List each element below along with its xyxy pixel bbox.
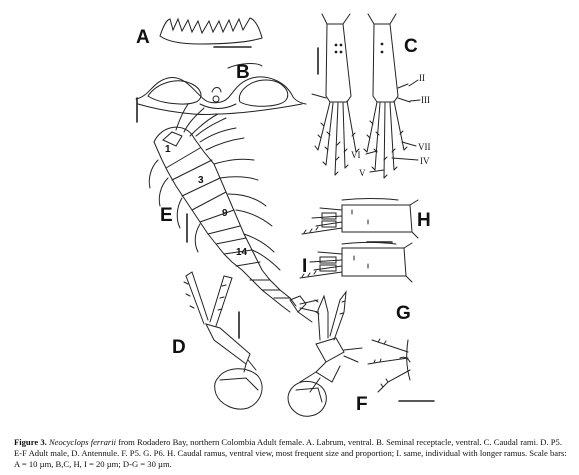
- male-p5-drawing: [287, 290, 363, 417]
- panel-label-c: C: [404, 36, 418, 57]
- panel-label-d: D: [172, 337, 186, 358]
- antennule-drawing: [148, 103, 319, 323]
- labrum-drawing: [159, 17, 263, 45]
- seminal-receptacle-drawing: [135, 63, 307, 115]
- caudal-ramus-i-drawing: [299, 242, 413, 283]
- caudal-ramus-h-drawing: [301, 198, 419, 239]
- panel-label-e: E: [160, 205, 173, 226]
- seta-label-vii: VII: [418, 142, 431, 152]
- caudal-rami-drawing: [311, 13, 421, 179]
- figure-number: Figure 3.: [14, 437, 47, 447]
- seta-label-vi: VI: [351, 150, 361, 160]
- panel-label-b: B: [236, 62, 250, 83]
- p6-drawing: [367, 338, 411, 393]
- segment-number-14: 14: [236, 247, 248, 258]
- panel-label-h: H: [417, 210, 431, 231]
- panel-label-f: F: [356, 394, 368, 415]
- seta-label-iii: III: [421, 95, 430, 105]
- panel-label-i: I: [302, 256, 307, 277]
- figure-caption: Figure 3. Neocyclops ferrarii from Rodad…: [14, 437, 569, 470]
- panel-label-a: A: [136, 27, 150, 48]
- segment-number-3: 3: [198, 175, 204, 186]
- p5-drawing: [183, 271, 263, 410]
- seta-label-ii: II: [419, 73, 425, 83]
- caption-text: from Rodadero Bay, northern Colombia Adu…: [14, 437, 567, 469]
- seta-label-iv: IV: [420, 156, 430, 166]
- panel-label-g: G: [396, 303, 411, 324]
- segment-number-1: 1: [165, 144, 171, 155]
- seta-label-v: V: [359, 168, 366, 178]
- species-name: Neocyclops ferrarii: [48, 437, 117, 447]
- segment-number-9: 9: [222, 208, 228, 219]
